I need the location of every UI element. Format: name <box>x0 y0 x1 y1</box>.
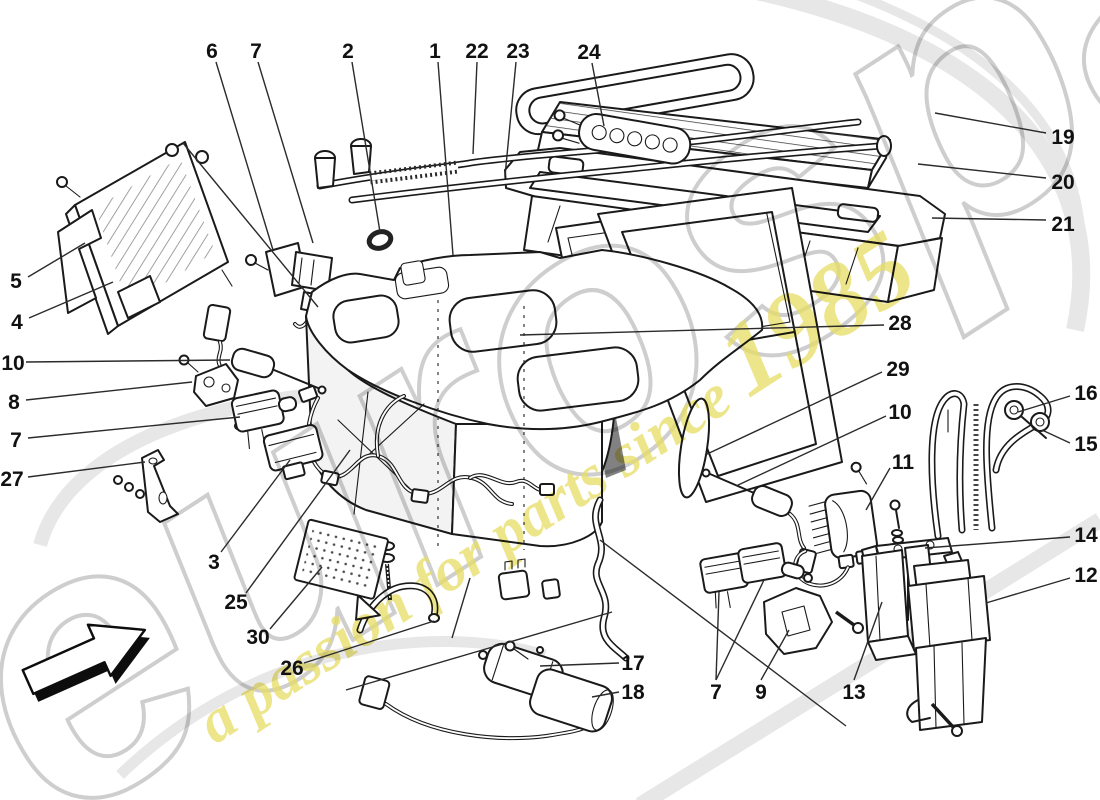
callout-19: 19 <box>1051 126 1074 149</box>
leader-line-11 <box>865 467 891 511</box>
leader-line-29 <box>704 371 883 456</box>
callout-3: 3 <box>208 551 220 574</box>
leader-line-7 <box>715 579 765 681</box>
callout-27: 27 <box>0 468 23 491</box>
callout-16: 16 <box>1074 382 1097 405</box>
fuse-holders <box>497 558 561 601</box>
callout-9: 9 <box>755 681 767 704</box>
leader-line-20 <box>917 163 1047 179</box>
leader-line-2 <box>351 61 381 233</box>
callout-23: 23 <box>506 40 529 63</box>
leader-line-30 <box>269 566 323 630</box>
callout-28: 28 <box>888 312 912 335</box>
callout-20: 20 <box>1051 171 1074 194</box>
heater-pipes <box>314 118 892 204</box>
l-bracket <box>113 449 179 523</box>
pipe-manifold <box>552 109 692 165</box>
leader-line-15 <box>1041 429 1071 444</box>
leader-line-14 <box>924 536 1071 549</box>
leader-line-21 <box>931 217 1047 221</box>
callout-8: 8 <box>8 391 20 414</box>
callout-12: 12 <box>1074 564 1097 587</box>
leader-line-5 <box>27 242 86 278</box>
evaporator-mat <box>293 518 389 621</box>
actuator-bracket <box>763 587 864 655</box>
ac-pipes <box>928 383 1052 540</box>
callout-7: 7 <box>10 429 22 452</box>
temperature-sensor <box>202 303 327 395</box>
diagram-artwork <box>56 53 1052 741</box>
callout-10: 10 <box>888 401 911 424</box>
leader-line-1 <box>437 61 454 256</box>
leader-line-6 <box>215 61 274 251</box>
callout-11: 11 <box>892 451 915 474</box>
callout-2: 2 <box>342 40 354 63</box>
leader-line-23 <box>504 61 517 177</box>
leader-line-10 <box>25 359 231 363</box>
callout-1: 1 <box>429 40 441 63</box>
construction-line <box>345 611 613 691</box>
leader-line-3 <box>220 459 291 553</box>
direction-arrow-icon <box>21 623 150 702</box>
leader-line-12 <box>985 577 1071 604</box>
callout-14: 14 <box>1074 524 1098 547</box>
callout-15: 15 <box>1074 433 1098 456</box>
leader-lines <box>25 61 1071 727</box>
callout-5: 5 <box>10 270 22 293</box>
leader-line-17 <box>539 662 620 667</box>
construction-line <box>599 539 847 727</box>
leader-line-22 <box>472 61 478 155</box>
callout-13: 13 <box>842 681 865 704</box>
leader-line-10 <box>735 415 887 487</box>
callout-4: 4 <box>11 311 23 334</box>
callout-21: 21 <box>1051 213 1075 236</box>
callout-26: 26 <box>280 657 303 680</box>
leader-line-18 <box>591 691 620 698</box>
leader-line-9 <box>760 629 790 681</box>
evaporator-unit <box>305 249 764 550</box>
leader-line-19 <box>934 112 1047 134</box>
sensor-bracket <box>178 354 239 407</box>
receiver-drier <box>906 551 991 737</box>
callout-29: 29 <box>886 358 909 381</box>
flap-actuators-right <box>699 542 813 609</box>
grommet <box>366 229 394 251</box>
leader-line-28 <box>519 324 885 336</box>
leader-line-26 <box>303 620 435 664</box>
core-bracket <box>57 209 102 314</box>
leader-line-8 <box>25 381 193 401</box>
leader-line-7 <box>257 61 314 244</box>
callout-7: 7 <box>710 681 722 704</box>
background-swirl <box>33 0 1100 800</box>
construction-line <box>451 577 471 639</box>
leader-line-16 <box>1017 395 1071 413</box>
leader-line-13 <box>853 601 883 681</box>
leader-line-25 <box>245 449 351 594</box>
control-unit <box>262 424 324 481</box>
construction-line <box>182 142 319 308</box>
leader-line-27 <box>27 461 146 478</box>
leader-line-7 <box>27 416 241 439</box>
callout-30: 30 <box>246 626 269 649</box>
leader-line-24 <box>591 62 605 127</box>
flap-actuator-left <box>230 389 298 450</box>
callout-6: 6 <box>206 40 218 63</box>
callout-10: 10 <box>1 352 24 375</box>
callout-24: 24 <box>577 41 601 64</box>
leader-line-7 <box>715 591 720 681</box>
callout-17: 17 <box>621 652 644 675</box>
callout-22: 22 <box>465 40 488 63</box>
wiring-harness <box>297 385 555 506</box>
leader-line-4 <box>28 281 114 319</box>
callout-18: 18 <box>621 681 645 704</box>
callout-25: 25 <box>224 591 248 614</box>
callout-7: 7 <box>250 40 262 63</box>
